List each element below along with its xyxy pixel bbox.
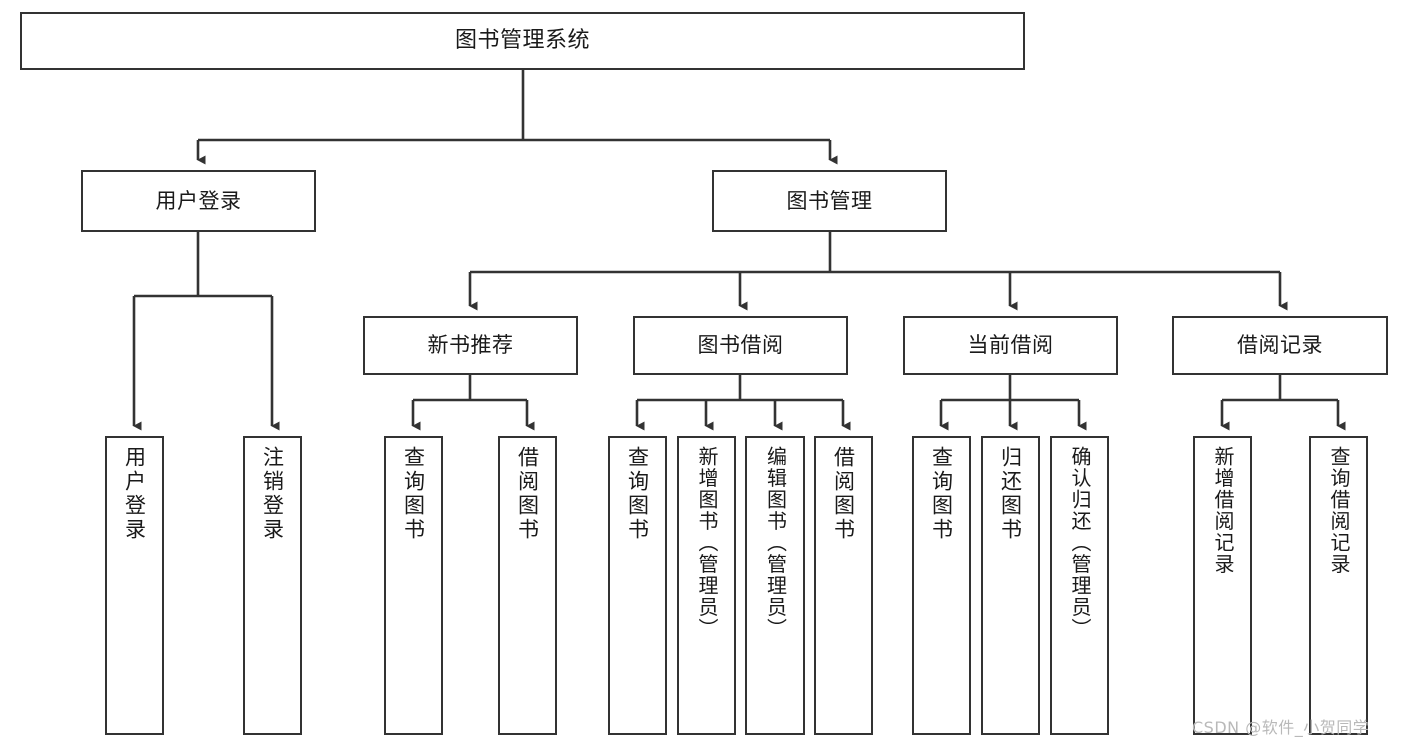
node-new-book-recommend[interactable]: 新书推荐	[363, 316, 578, 375]
node-root-system[interactable]: 图书管理系统	[20, 12, 1025, 70]
node-label: 确认归还（管理员）	[1068, 446, 1092, 640]
leaf-logout[interactable]: 注销登录	[243, 436, 302, 735]
node-book-management[interactable]: 图书管理	[712, 170, 947, 232]
leaf-bookborrow-query-book[interactable]: 查询图书	[608, 436, 667, 735]
node-label: 新书推荐	[427, 333, 514, 358]
node-label: 借阅图书	[515, 446, 540, 542]
node-label: 查询图书	[625, 446, 650, 542]
node-label: 借阅图书	[831, 446, 856, 542]
node-current-borrow[interactable]: 当前借阅	[903, 316, 1118, 375]
node-label: 图书管理系统	[454, 28, 590, 54]
leaf-user-login[interactable]: 用户登录	[105, 436, 164, 735]
leaf-currentborrow-return-book[interactable]: 归还图书	[981, 436, 1040, 735]
leaf-newbook-query-book[interactable]: 查询图书	[384, 436, 443, 735]
node-label: 查询图书	[401, 446, 426, 542]
node-book-borrow[interactable]: 图书借阅	[633, 316, 848, 375]
node-label: 图书管理	[786, 188, 873, 213]
leaf-bookborrow-borrow-book[interactable]: 借阅图书	[814, 436, 873, 735]
node-label: 借阅记录	[1237, 333, 1323, 358]
node-label: 归还图书	[998, 446, 1023, 542]
node-label: 编辑图书（管理员）	[763, 446, 788, 640]
node-label: 用户登录	[155, 188, 242, 213]
node-label: 新增借阅记录	[1211, 446, 1235, 575]
node-label: 图书借阅	[697, 333, 784, 358]
node-label: 当前借阅	[967, 333, 1054, 358]
leaf-borrowrecord-query-record[interactable]: 查询借阅记录	[1309, 436, 1368, 735]
node-label: 查询图书	[929, 446, 954, 542]
node-borrow-record[interactable]: 借阅记录	[1172, 316, 1388, 375]
leaf-borrowrecord-add-record[interactable]: 新增借阅记录	[1193, 436, 1252, 735]
leaf-newbook-borrow-book[interactable]: 借阅图书	[498, 436, 557, 735]
leaf-currentborrow-query-book[interactable]: 查询图书	[912, 436, 971, 735]
node-label: 注销登录	[260, 446, 285, 542]
leaf-currentborrow-confirm-return-admin[interactable]: 确认归还（管理员）	[1050, 436, 1109, 735]
node-user-login[interactable]: 用户登录	[81, 170, 316, 232]
leaf-bookborrow-add-book-admin[interactable]: 新增图书（管理员）	[677, 436, 736, 735]
leaf-bookborrow-edit-book-admin[interactable]: 编辑图书（管理员）	[745, 436, 805, 735]
node-label: 新增图书（管理员）	[695, 446, 719, 640]
node-label: 查询借阅记录	[1327, 446, 1351, 575]
node-label: 用户登录	[122, 446, 147, 542]
csdn-watermark: CSDN @软件_小贺同学	[1192, 718, 1370, 737]
